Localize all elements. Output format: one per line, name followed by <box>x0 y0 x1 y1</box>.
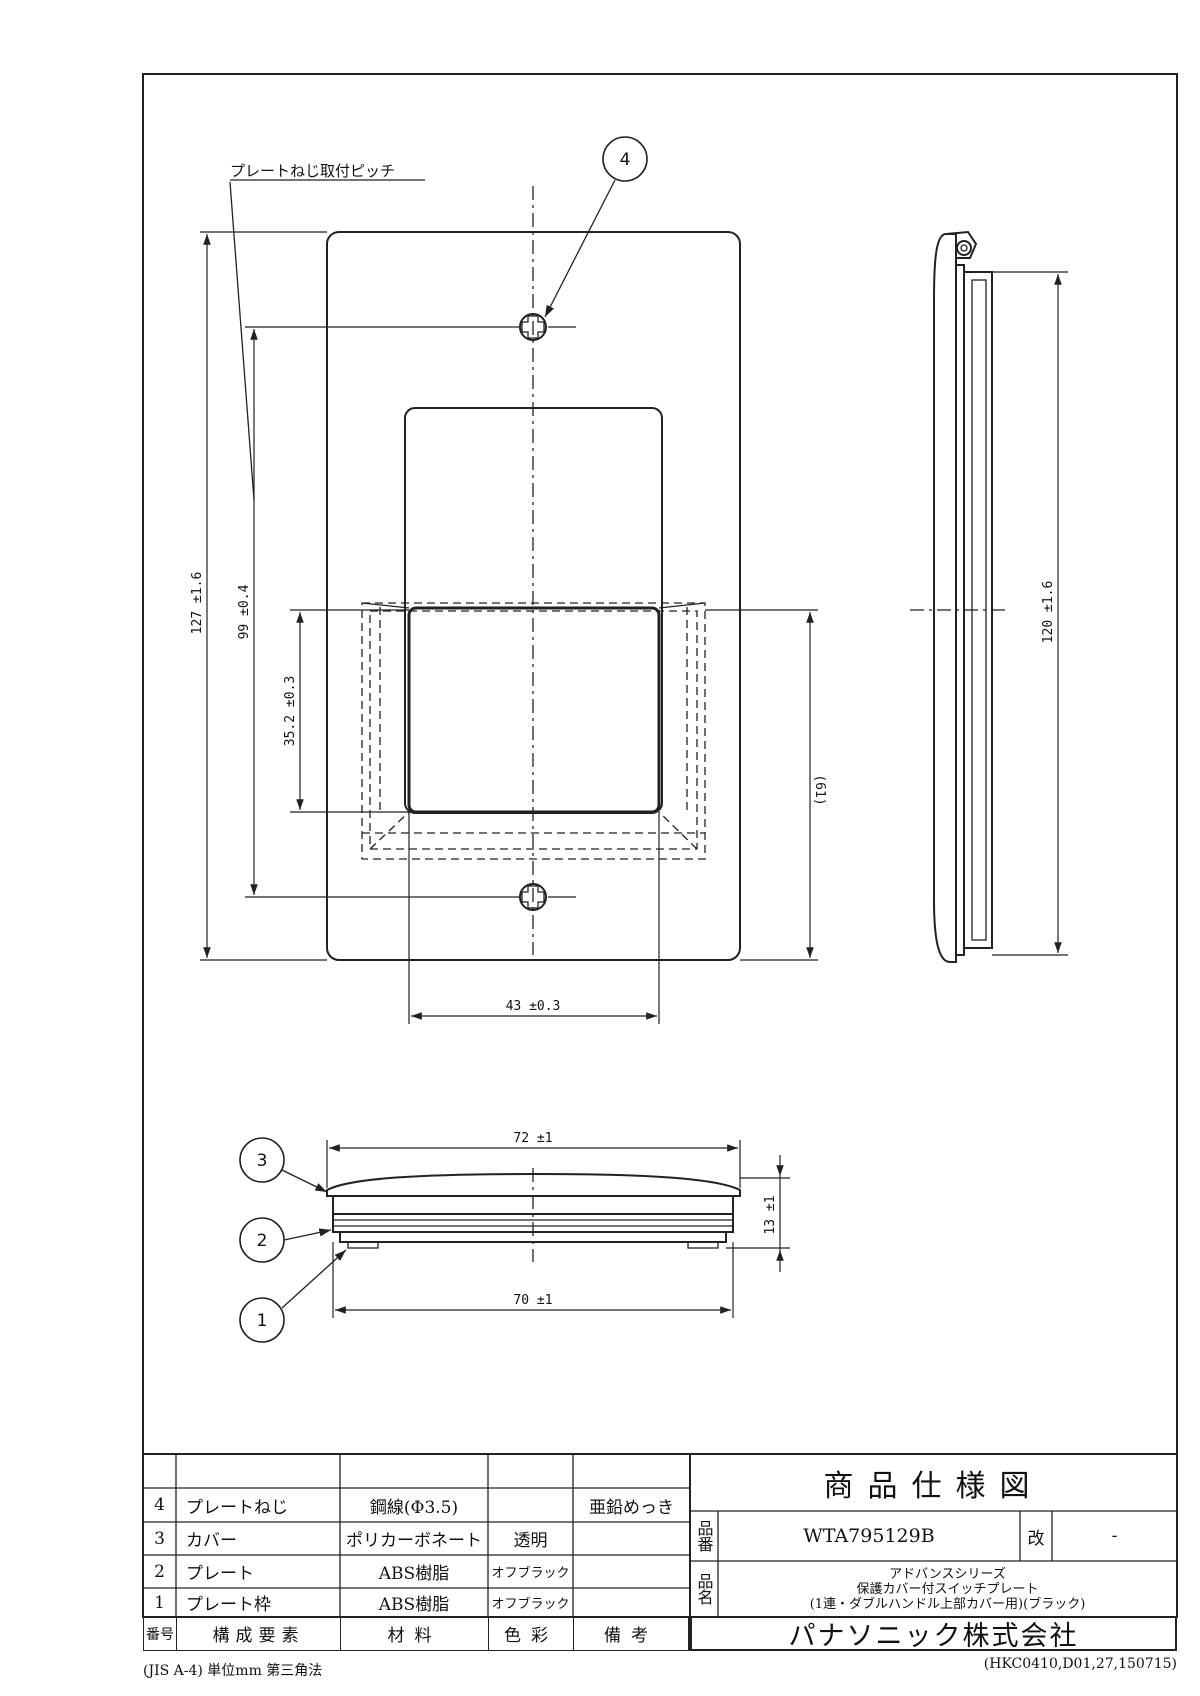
dim-plate-height: 127 ±1.6 <box>190 572 205 635</box>
switch-opening <box>407 606 661 814</box>
dim-frame-width: 70 ±1 <box>513 1293 552 1308</box>
drawing-title: 商品仕様図 <box>823 1468 1044 1504</box>
front-view: 127 ±1.6 99 ±0.4 プレートねじ取付ピッチ 35.2 ±0.3 (… <box>190 136 827 1024</box>
dim-side-height: 120 ±1.6 <box>1041 581 1056 644</box>
dim-thickness: 13 ±1 <box>763 1195 778 1234</box>
header-note: 備考 <box>573 1617 690 1651</box>
part-row-4-note: 亜鉛めっき <box>589 1497 674 1518</box>
part-row-1-no: 1 <box>154 1592 165 1613</box>
bubble-1-label: 1 <box>257 1311 268 1331</box>
bubble-4-label: 4 <box>620 150 631 170</box>
product-name-label-text: 品名 <box>694 1573 714 1605</box>
screw-bottom <box>519 883 576 911</box>
sheet-border <box>142 73 1178 1618</box>
part-row-3-note <box>573 1522 690 1555</box>
bubble-3-label: 3 <box>257 1151 268 1171</box>
part-row-1-material: ABS樹脂 <box>378 1595 450 1615</box>
footer-standard-note: (JIS A-4) 単位mm 第三角法 <box>143 1663 323 1679</box>
part-number: WTA795129B <box>803 1525 935 1547</box>
header-color: 色彩 <box>488 1617 573 1651</box>
part-row-4-color <box>488 1488 573 1522</box>
part-row-4-material: 鋼線(Φ3.5) <box>369 1497 459 1518</box>
company-name: パナソニック株式会社 <box>690 1617 1177 1651</box>
dim-screw-pitch: 99 ±0.4 <box>237 584 252 639</box>
part-row-4-name: プレートねじ <box>186 1497 288 1518</box>
title-block-grid <box>143 1453 1177 1618</box>
product-name: アドバンスシリーズ 保護カバー付スイッチプレート (1連・ダブルハンドル上部カバ… <box>718 1561 1177 1617</box>
part-no-label-text: 品番 <box>694 1520 714 1552</box>
part-row-2-color: オフブラック <box>491 1566 570 1581</box>
part-row-1-color: オフブラック <box>491 1597 570 1612</box>
header-no: 番号 <box>143 1617 176 1651</box>
revision-label: 改 <box>1027 1528 1045 1549</box>
side-cover-profile <box>933 233 957 963</box>
part-row-3-material: ポリカーボネート <box>346 1531 482 1551</box>
part-row-3-no: 3 <box>154 1528 165 1549</box>
part-no-label: 品番 <box>690 1511 718 1561</box>
bubble-1 <box>239 1297 285 1343</box>
product-name-line-2: 保護カバー付スイッチプレート <box>856 1581 1039 1597</box>
dim-opening-height: 35.2 ±0.3 <box>283 676 298 746</box>
part-row-3-color: 透明 <box>513 1531 548 1551</box>
bubble-4 <box>602 136 648 182</box>
revision-value: - <box>1111 1526 1118 1546</box>
dim-opening-ref: (61) <box>812 774 827 805</box>
product-name-line-1: アドバンスシリーズ <box>889 1566 1006 1582</box>
part-row-2-note <box>573 1555 690 1588</box>
part-row-2-no: 2 <box>154 1561 165 1582</box>
part-row-2-name: プレート <box>186 1564 254 1584</box>
header-material: 材料 <box>340 1617 488 1651</box>
part-row-3-name: カバー <box>186 1531 237 1551</box>
side-hinge <box>956 240 972 256</box>
side-view: 120 ±1.6 <box>910 230 1068 963</box>
part-row-2-material: ABS樹脂 <box>378 1564 450 1584</box>
part-row-1-note <box>573 1588 690 1617</box>
bubble-2-label: 2 <box>257 1231 268 1251</box>
bottom-view: 72 ±1 70 ±1 13 ±1 3 2 1 <box>239 1131 790 1343</box>
dim-opening-width: 43 ±0.3 <box>506 999 561 1014</box>
dim-cover-width: 72 ±1 <box>513 1131 552 1146</box>
footer-document-code: (HKC0410,D01,27,150715) <box>983 1656 1177 1672</box>
bubble-3 <box>239 1137 285 1183</box>
product-name-line-3: (1連・ダブルハンドル上部カバー用)(ブラック) <box>809 1596 1086 1612</box>
screw-top <box>519 313 576 341</box>
header-name: 構成要素 <box>176 1617 340 1651</box>
part-row-4-no: 4 <box>154 1495 165 1515</box>
part-row-1-name: プレート枠 <box>186 1595 271 1615</box>
screw-pitch-label: プレートねじ取付ピッチ <box>230 162 395 180</box>
product-name-label: 品名 <box>690 1561 718 1617</box>
